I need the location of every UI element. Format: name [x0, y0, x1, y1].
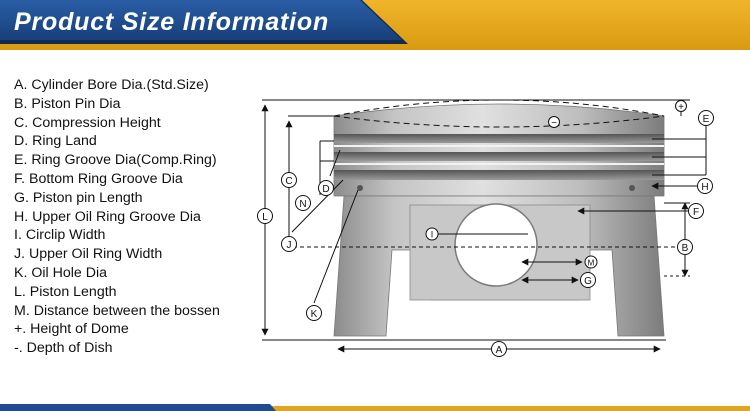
- dimension-markers: + − E H F B M G: [257, 100, 714, 357]
- footer-gold-bar: [0, 406, 750, 411]
- ring-groove-3: [334, 170, 664, 180]
- marker-n: N: [295, 195, 311, 211]
- legend-item-g: G. Piston pin Length: [14, 189, 143, 206]
- legend-item-d: D. Ring Land: [14, 133, 97, 150]
- legend-item-k: K. Oil Hole Dia: [14, 264, 108, 281]
- piston-diagram: + − E H F B M G: [257, 99, 714, 357]
- legend-item-h: H. Upper Oil Ring Groove Dia: [14, 208, 201, 225]
- ring-groove-2: [334, 152, 664, 161]
- oil-hole: [629, 185, 635, 191]
- marker-h-label: H: [701, 182, 708, 193]
- legend-item-plus: +. Height of Dome: [14, 321, 129, 338]
- marker-k-label: K: [311, 309, 318, 320]
- marker-a-label: A: [496, 345, 503, 356]
- marker-minus: −: [548, 116, 560, 129]
- legend-item-b: B. Piston Pin Dia: [14, 95, 121, 112]
- marker-e-label: E: [703, 114, 710, 125]
- marker-n-label: N: [299, 199, 306, 210]
- legend-item-m: M. Distance between the bossen: [14, 302, 220, 319]
- marker-m-label: M: [588, 259, 595, 268]
- legend-item-l: L. Piston Length: [14, 283, 117, 300]
- piston-pin-hole: [454, 203, 538, 287]
- marker-i: I: [425, 227, 439, 241]
- marker-m: M: [584, 255, 598, 269]
- ring-groove-1: [334, 134, 664, 143]
- marker-h: H: [697, 178, 713, 194]
- marker-j-label: J: [287, 240, 292, 251]
- dimension-legend: A. Cylinder Bore Dia.(Std.Size) B. Pisto…: [14, 76, 220, 358]
- marker-l-label: L: [262, 212, 268, 223]
- footer-blue-tab: [0, 404, 276, 411]
- marker-g: G: [580, 272, 596, 288]
- header-banner: Product Size Information: [0, 0, 750, 50]
- legend-item-i: I. Circlip Width: [14, 227, 106, 244]
- oil-hole: [357, 185, 363, 191]
- marker-l: L: [257, 208, 273, 224]
- piston-crown: [333, 103, 665, 197]
- legend-item-c: C. Compression Height: [14, 114, 161, 131]
- marker-k: K: [306, 305, 322, 321]
- marker-f-label: F: [693, 207, 699, 218]
- marker-c-label: C: [285, 176, 292, 187]
- banner-title: Product Size Information: [14, 8, 329, 36]
- legend-item-j: J. Upper Oil Ring Width: [14, 246, 163, 263]
- marker-b-label: B: [682, 243, 689, 254]
- dome-profile: [333, 99, 665, 117]
- leader-j: [291, 179, 344, 233]
- marker-b: B: [677, 239, 693, 255]
- marker-f: F: [688, 203, 704, 219]
- legend-item-a: A. Cylinder Bore Dia.(Std.Size): [14, 77, 209, 93]
- marker-i-label: I: [431, 230, 434, 240]
- leader-k: [313, 189, 359, 304]
- legend-item-e: E. Ring Groove Dia(Comp.Ring): [14, 152, 217, 169]
- footer-strip: [0, 404, 750, 411]
- marker-g-label: G: [584, 276, 592, 287]
- leader-d: [329, 149, 341, 177]
- marker-plus-label: +: [678, 102, 684, 113]
- marker-plus: +: [675, 100, 687, 113]
- legend-item-f: F. Bottom Ring Groove Dia: [14, 170, 183, 187]
- marker-minus-label: −: [551, 118, 557, 129]
- banner-blue-panel: [0, 0, 402, 40]
- marker-d: D: [318, 180, 334, 196]
- piston-illustration: [333, 103, 665, 337]
- marker-c: C: [281, 172, 297, 188]
- marker-a: A: [491, 341, 507, 357]
- marker-d-label: D: [322, 184, 329, 195]
- marker-j: J: [281, 236, 297, 252]
- dish-profile: [333, 115, 665, 128]
- marker-e: E: [698, 110, 714, 126]
- legend-item-minus: -. Depth of Dish: [14, 340, 113, 357]
